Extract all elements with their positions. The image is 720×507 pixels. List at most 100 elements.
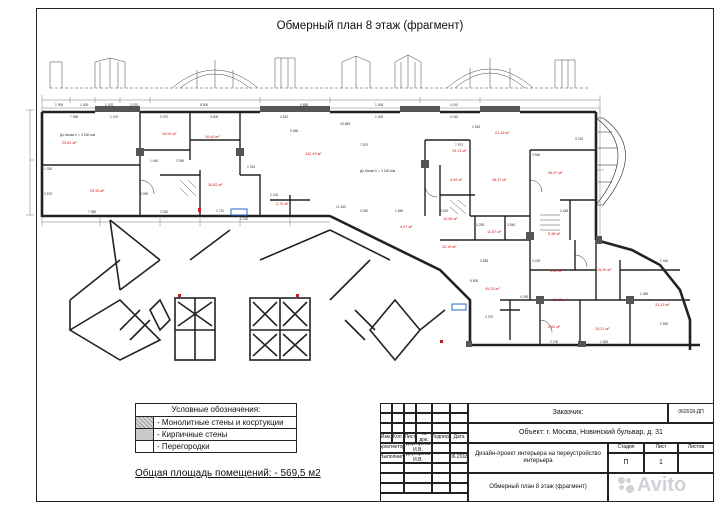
col-header: Кол. (392, 433, 404, 443)
dim-text: 1 710 (216, 209, 224, 213)
legend-item-monolith: - Монолитные стены и косртукции (136, 417, 296, 429)
dim-text: 1 470 (105, 103, 113, 107)
dim-text: 1 400 (375, 103, 383, 107)
dim-text: 1 470 (110, 115, 118, 119)
col-header: Дата (450, 433, 468, 443)
watermark-text: Avito (637, 473, 687, 496)
dim-text: 4 810 (280, 115, 288, 119)
dim-text: 1 400 (375, 115, 383, 119)
area-label: 36,97 м² (548, 171, 563, 175)
dim-text: 1 540 (472, 125, 480, 129)
legend: Условные обозначения: - Монолитные стены… (135, 403, 297, 453)
stamp-cell (380, 473, 404, 483)
dim-text: 1 330 (44, 167, 52, 171)
legend-title: Условные обозначения: (136, 404, 296, 417)
role-date (450, 443, 468, 453)
stamp-cell (416, 403, 432, 413)
dim-text: 1 900 (55, 103, 63, 107)
stamp-cell (404, 463, 432, 473)
sheet-number: 1 (644, 453, 678, 473)
building-core (68, 219, 446, 362)
area-label: 10,06 м² (443, 217, 458, 221)
inner-walls (42, 112, 690, 345)
stamp-cell (450, 403, 468, 413)
red-markers (178, 208, 443, 343)
stair-hatching (179, 179, 560, 231)
stamp-cell (380, 463, 404, 473)
dim-text: 2 090 (176, 159, 184, 163)
stamp-cell (432, 483, 450, 493)
stamp-cell (608, 473, 714, 502)
note-beam-left: До балки h = 3 150 мм (60, 133, 96, 137)
area-label: 9,45 м² (550, 269, 563, 273)
dim-text: 3 090 (140, 192, 148, 196)
dimension-texts: 1 900 1 400 1 470 2 070 5 900 4 855 1 40… (44, 103, 668, 344)
stamp-doc-code: 062018-ДП (668, 403, 714, 423)
area-label: 29,33 м² (90, 189, 105, 193)
area-label: 49,23 м² (485, 287, 500, 291)
dim-text: 4 255 (476, 223, 484, 227)
dim-text: 7 965 (70, 115, 78, 119)
stage-header: Лист (644, 443, 678, 453)
stamp-cell (380, 493, 468, 502)
stamp-sheet-name: Обмерный план 8 этаж (фрагмент) (468, 473, 608, 502)
role-label: Архитектор (380, 443, 404, 453)
area-label: 21,16 м² (495, 131, 510, 135)
dim-text: 3 210 (575, 137, 583, 141)
legend-label: - Монолитные стены и косртукции (157, 418, 284, 427)
col-header: Изм. (380, 433, 392, 443)
dim-text: 4 290 (520, 295, 528, 299)
drawing-frame (36, 8, 714, 502)
area-label: 16,49 м² (205, 135, 220, 139)
stamp-cell (432, 443, 450, 453)
area-label: 4,37 м² (400, 225, 413, 229)
dim-text: 3 570 (44, 192, 52, 196)
stamp-cell (404, 473, 432, 483)
role-label: Выполнил (380, 453, 404, 463)
dim-text: 3 420 (532, 259, 540, 263)
stamp-cell (380, 483, 404, 493)
partition-swatch-icon (136, 441, 154, 452)
stamp-cell (392, 413, 404, 423)
legend-label: - Перегородки (157, 442, 210, 451)
stamp-cell (450, 413, 468, 423)
area-label: 10,19 м² (442, 245, 457, 249)
stamp-cell (432, 473, 450, 483)
plan-notes: До балки h = 3 150 мм До балки h = 3 150… (60, 133, 396, 173)
note-beam-right: До балки h = 3 150 мм (360, 169, 396, 173)
legend-item-partition: - Перегородки (136, 441, 296, 452)
title-block: Изм. Кол. Лист № док. Подпись Дата Архит… (380, 403, 714, 502)
dim-text: 1 315 (247, 165, 255, 169)
blue-markers (230, 208, 467, 311)
dim-text: 2 850 (660, 322, 668, 326)
stamp-cell (450, 473, 468, 483)
dim-text: 1 800 (600, 340, 608, 344)
dim-text: 3 855 (480, 259, 488, 263)
room-areas: 29,82 м² 16,94 м² 16,49 м² 132,49 м² 21,… (62, 131, 670, 331)
stamp-cell (404, 403, 416, 413)
dim-text: 3 050 (360, 209, 368, 213)
area-label: 15,21 м² (595, 327, 610, 331)
dim-text: 2 445 (560, 209, 568, 213)
dim-text: 1 550 (640, 292, 648, 296)
legend-label: - Кирпичные стены (157, 430, 228, 439)
dim-text: 6 800 (470, 279, 478, 283)
dim-text: 7 570 (455, 143, 463, 147)
area-label: 5,38 м² (548, 232, 561, 236)
role-date: 06.2018 (450, 453, 468, 463)
sheets-total (678, 453, 714, 473)
col-header: Подпись (432, 433, 450, 443)
stamp-cell (404, 413, 416, 423)
role-name: Дорофеев И.В. (404, 443, 432, 453)
stage-header: Стадия (608, 443, 644, 453)
stamp-project: Дизайн-проект интерьера на переустройств… (468, 443, 608, 473)
stamp-cell (404, 423, 416, 433)
dim-text: 3 840 (507, 223, 515, 227)
stamp-customer: Заказчик: (468, 403, 668, 423)
dim-text: 3 320 (160, 210, 168, 214)
dim-text: 3 520 (440, 209, 448, 213)
stamp-cell (432, 423, 450, 433)
bay-window (595, 117, 626, 206)
dim-text: 1 640 (150, 159, 158, 163)
